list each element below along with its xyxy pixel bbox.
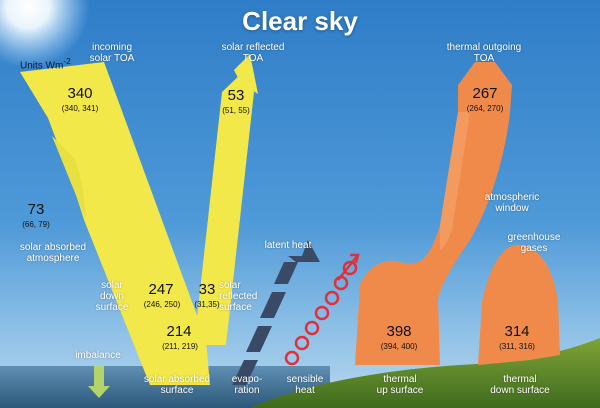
down-surface-range: (246, 250): [143, 300, 181, 309]
reflected-surface-band: [202, 100, 247, 334]
down-surface-value: 247: [148, 281, 174, 298]
thermal-upward-band: [355, 62, 512, 365]
incoming-value: 340: [67, 85, 93, 102]
up-surface-value: 398: [386, 323, 412, 340]
absorbed-atm-range: (66, 79): [22, 220, 50, 229]
absorbed-surface-value: 214: [166, 323, 192, 340]
absorbed-atmosphere-branch: [52, 136, 86, 220]
incoming-solar-arrow: [20, 62, 210, 385]
imbalance-arrow: [88, 366, 110, 398]
diagram-title: Clear sky: [242, 6, 358, 36]
sensible-heat-spiral: [284, 253, 360, 366]
down-thermal-range: (311, 316): [499, 342, 535, 351]
up-surface-range: (394, 400): [380, 342, 418, 351]
evaporation-label: evapo-ration: [231, 374, 263, 396]
absorbed-atm-value: 73: [27, 201, 45, 218]
sun: [0, 0, 90, 68]
incoming-range: (340, 341): [61, 104, 99, 113]
outgoing-range: (264, 270): [466, 104, 504, 113]
reflected-toa-value: 53: [227, 87, 245, 104]
reflected-surface-value: 33: [198, 281, 216, 298]
reflected-surface-range: (31,35): [194, 300, 220, 309]
reflected-toa-range: (51, 55): [222, 106, 250, 115]
window-band: [440, 112, 470, 250]
units-label: Units Wm-2: [20, 56, 71, 72]
outgoing-value: 267: [472, 85, 498, 102]
latent-heat-label: latent heat: [264, 240, 312, 251]
absorbed-surface-range: (211, 219): [162, 342, 198, 351]
down-thermal-value: 314: [504, 323, 530, 340]
latent-heat-arrow: [232, 240, 320, 385]
reflected-toa-arrowhead: [234, 54, 258, 94]
imbalance-label: imbalance: [75, 350, 121, 361]
greenhouse-band: [478, 244, 560, 365]
land-surface: [250, 338, 600, 408]
